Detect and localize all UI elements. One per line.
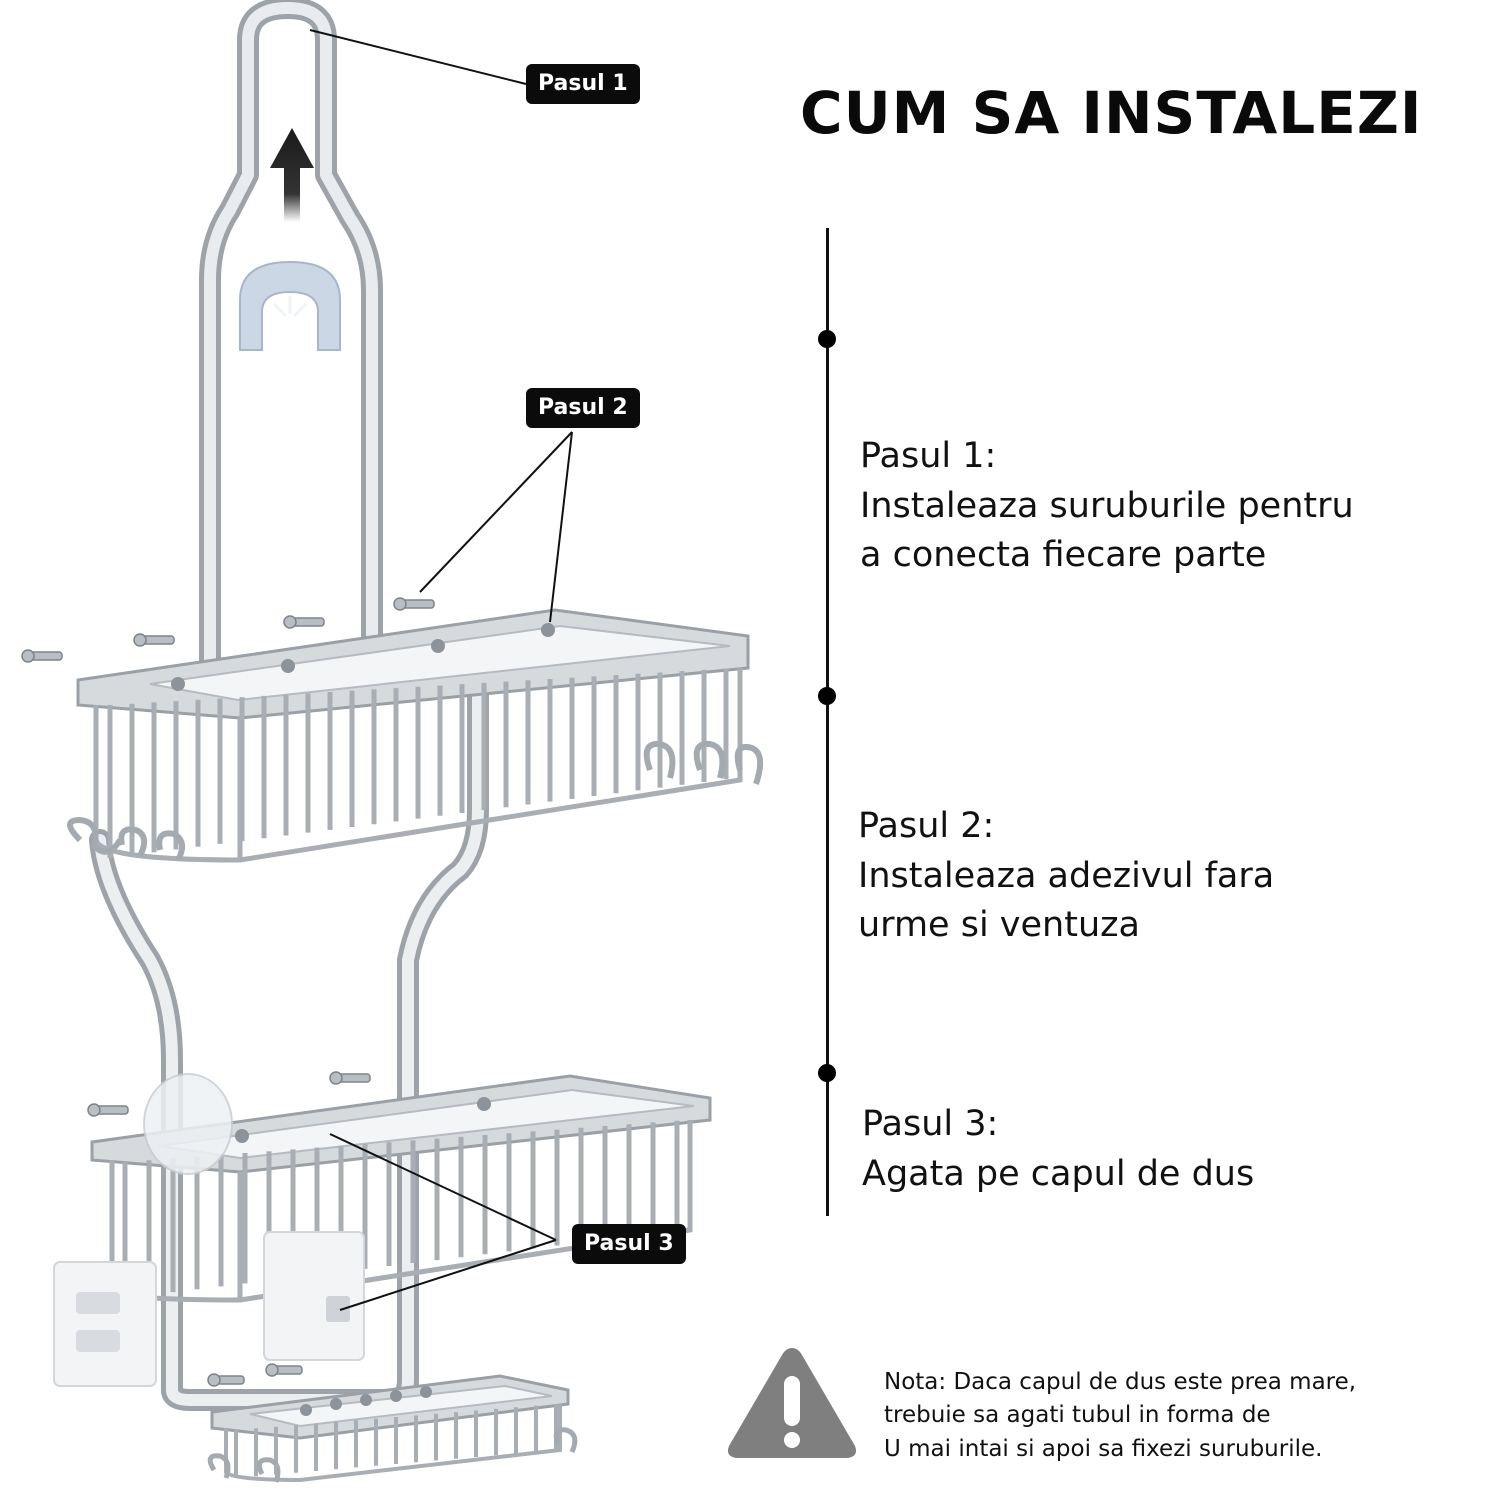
hanger-frame: [89, 0, 489, 1411]
suction-cup: [143, 1073, 233, 1175]
note-line-1: Nota: Daca capul de dus este prea mare,: [884, 1369, 1357, 1395]
step-1-heading: Pasul 1:: [860, 436, 997, 476]
step-2-heading: Pasul 2:: [858, 806, 995, 846]
u-hook-part: [239, 260, 341, 351]
middle-basket: [90, 1074, 712, 1303]
note-line-3: U mai intai si apoi sa fixezi suruburile…: [884, 1435, 1323, 1462]
callout-leader-lines: [309, 29, 573, 1311]
note-text: Nota: Daca capul de dus este prea mare, …: [884, 1366, 1484, 1466]
warning-icon: [727, 1348, 857, 1458]
step-3: Pasul 3: Agata pe capul de dus: [862, 1100, 1462, 1199]
callout-step-1: Pasul 1: [526, 64, 640, 104]
note-line-2: trebuie sa agati tubul in forma de: [884, 1402, 1271, 1429]
step-2: Pasul 2: Instaleaza adezivul fara urme s…: [858, 802, 1458, 951]
step-3-line-1: Agata pe capul de dus: [862, 1153, 1255, 1194]
step-3-heading: Pasul 3:: [862, 1104, 999, 1144]
bottom-soap-dish: [207, 1374, 578, 1483]
step-1: Pasul 1: Instaleaza suruburile pentru a …: [860, 432, 1460, 581]
timeline-dot-1: [818, 330, 836, 348]
adhesive-pad-left: [53, 1261, 157, 1387]
step-1-line-2: a conecta fiecare parte: [860, 535, 1267, 576]
up-arrow-icon: [270, 128, 314, 222]
step-2-line-2: urme si ventuza: [858, 905, 1140, 946]
shower-caddy-illustration: [21, 0, 764, 1483]
bottom-dish-wires: [234, 1404, 558, 1478]
screws: [21, 597, 435, 1387]
top-basket: [67, 608, 764, 863]
step-1-line-1: Instaleaza suruburile pentru: [860, 485, 1354, 526]
step-2-line-1: Instaleaza adezivul fara: [858, 855, 1275, 896]
timeline-line: [826, 228, 829, 1216]
callout-step-3: Pasul 3: [572, 1224, 686, 1264]
page-title: CUM SA INSTALEZI: [800, 79, 1423, 147]
callout-step-2: Pasul 2: [526, 388, 640, 428]
timeline-dot-2: [818, 687, 836, 705]
timeline-dot-3: [818, 1064, 836, 1082]
top-basket-wires: [107, 668, 729, 858]
adhesive-pad-right: [263, 1231, 365, 1361]
